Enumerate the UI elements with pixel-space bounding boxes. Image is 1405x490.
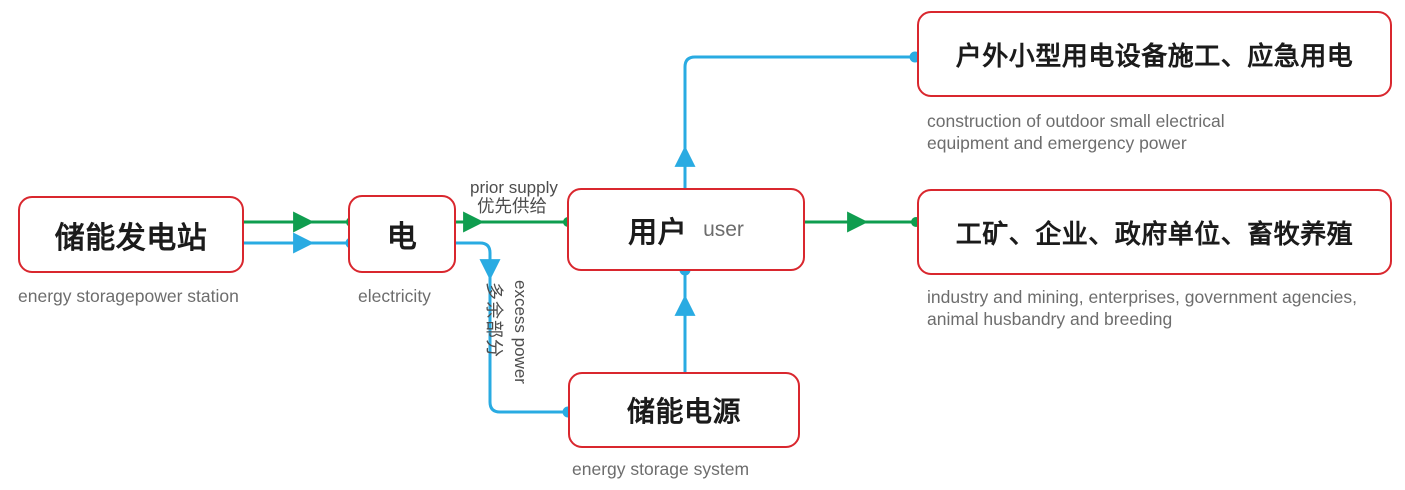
node-outdoor-label: 户外小型用电设备施工、应急用电 (955, 41, 1354, 72)
node-outdoor-equipment[interactable]: 户外小型用电设备施工、应急用电 (917, 11, 1392, 97)
edge-user-to-industry-green (805, 211, 921, 233)
node-industry-label: 工矿、企业、政府单位、畜牧养殖 (955, 219, 1354, 250)
edge-label-excess-power-cn: 多余部分 (483, 282, 504, 358)
edge-label-prior-supply-en: prior supply (470, 178, 558, 197)
edge-user-to-outdoor-blue (674, 51, 921, 188)
node-energy-storage-power-station[interactable]: 储能发电站 (18, 196, 244, 273)
node-user-sublabel: user (703, 217, 744, 241)
caption-storage: energy storage system (572, 459, 750, 479)
caption-electricity: electricity (358, 286, 431, 306)
edge-electricity-to-user-green (456, 211, 573, 233)
node-user-label: 用户 (628, 214, 688, 249)
caption-industry: industry and mining, enterprises, govern… (927, 287, 1357, 330)
edge-storage-to-user-blue (674, 264, 696, 372)
node-station-label: 储能发电站 (54, 220, 208, 256)
edge-label-excess-power-en: excess power (511, 280, 530, 384)
caption-station: energy storagepower station (18, 286, 239, 306)
node-user[interactable]: 用户 user (567, 188, 805, 271)
edge-label-prior-supply-cn: 优先供给 (477, 197, 547, 217)
node-energy-storage-system[interactable]: 储能电源 (568, 372, 800, 448)
node-industry-enterprises[interactable]: 工矿、企业、政府单位、畜牧养殖 (917, 189, 1392, 275)
caption-outdoor: construction of outdoor small electrical… (927, 111, 1225, 154)
node-electricity[interactable]: 电 (348, 195, 456, 273)
node-electricity-label: 电 (386, 220, 418, 255)
node-storage-label: 储能电源 (626, 395, 741, 428)
